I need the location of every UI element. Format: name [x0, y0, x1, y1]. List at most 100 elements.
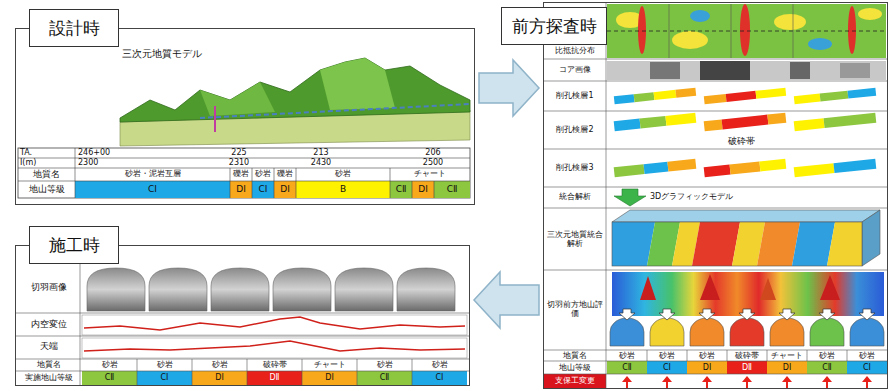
phase-tab: 施工時: [29, 226, 119, 264]
map-ground: [607, 4, 886, 58]
table-text: 砂岩: [687, 351, 727, 361]
grade-cell: [296, 181, 390, 198]
drill-bar: [704, 113, 787, 132]
grade-cell: [412, 371, 467, 386]
red-arrow-shaft: [627, 381, 867, 389]
table-text: DⅠ: [687, 362, 727, 374]
drill-bar: [614, 159, 697, 178]
table-text: DⅠ: [192, 372, 247, 385]
table-text: 削孔検層2: [545, 122, 605, 138]
flow-arrow: [614, 189, 646, 206]
table-text: 天端: [18, 338, 80, 356]
map-streak: [638, 6, 646, 54]
table-text: 3Dグラフィックモデル: [650, 190, 770, 204]
table-text: チャート: [302, 360, 357, 371]
table-text: CⅠ: [252, 181, 274, 198]
bar-seg: [644, 162, 669, 174]
core-patch: [840, 63, 870, 78]
bar-seg: [614, 164, 645, 177]
table-text: DⅠ: [412, 181, 434, 198]
table-text: 切羽画像: [18, 280, 80, 296]
bar-seg: [654, 90, 677, 100]
table-text: 礫岩: [274, 168, 296, 181]
red-arrow-head: [622, 376, 872, 382]
tunnel-line: [200, 104, 470, 118]
bar-seg: [848, 88, 877, 99]
core-patch: [790, 62, 810, 79]
terrain-shade: [320, 58, 395, 110]
table-text: 実施地山等級: [18, 372, 80, 385]
tunnel-section: [690, 318, 724, 346]
drill-bar: [614, 88, 696, 105]
table-text: I(m): [20, 158, 75, 168]
table-text: CⅡ: [434, 181, 470, 198]
grade-cell: [230, 181, 252, 198]
table-text: 破砕帯: [726, 136, 757, 148]
bar-seg: [794, 94, 821, 105]
table-text: B: [296, 181, 390, 198]
map-streak: [740, 4, 750, 56]
table-text: CⅡ: [357, 372, 412, 385]
support-change-cell: [544, 374, 606, 389]
contour-spike: [760, 278, 776, 300]
table-text: 砂岩: [847, 351, 887, 361]
table-text: 砂岩: [607, 351, 647, 361]
table-text: CⅡ: [607, 362, 647, 374]
table-text: 砂岩: [357, 360, 412, 371]
drill-bar: [704, 159, 787, 178]
tunnel-section: [850, 318, 884, 346]
grade-cell: [247, 371, 302, 386]
phase-tab: 設計時: [29, 9, 119, 47]
table-text: 225: [224, 148, 254, 158]
table-text: CⅠ: [75, 181, 230, 198]
table-text: 砂岩: [296, 168, 390, 181]
table-text: 砂岩: [252, 168, 274, 181]
table-text: DⅡ: [247, 372, 302, 385]
map-divider: [669, 4, 793, 58]
table-text: 切羽前方地山評価: [545, 296, 605, 324]
grade-cell: [192, 371, 247, 386]
tunnel-section: [730, 318, 764, 346]
tunnel-section: [810, 318, 844, 346]
bar-seg: [759, 159, 786, 172]
table-text: 砂岩: [647, 351, 687, 361]
table-text: DⅠ: [302, 372, 357, 385]
phase-arrow: [479, 60, 539, 116]
tunnel-axis: [607, 31, 886, 32]
grade-cell: [607, 361, 647, 374]
table-text: 砂岩: [137, 360, 192, 371]
grade-cell: [412, 181, 434, 198]
table-text: CⅠ: [647, 362, 687, 374]
table-text: 三次元地質モデル: [122, 46, 252, 60]
face-photo: [87, 268, 145, 311]
table-text: 2300: [78, 158, 118, 168]
map-blob: [858, 8, 882, 20]
table-grid: [15, 264, 470, 386]
terrain-shade: [200, 82, 275, 116]
grade-cell: [357, 371, 412, 386]
map-streak: [848, 6, 856, 54]
grade-cell: [847, 361, 887, 374]
table-text: DⅡ: [727, 362, 767, 374]
grade-cell: [390, 181, 412, 198]
drill-bar: [794, 88, 876, 105]
grade-cell: [434, 181, 470, 198]
table-text: 削孔検層1: [545, 88, 605, 104]
bar-seg: [820, 91, 849, 102]
block-band: [827, 222, 862, 266]
table-text: DⅠ: [767, 362, 807, 374]
table-text: CⅠ: [847, 362, 887, 374]
down-arrows: [619, 309, 875, 320]
bar-seg: [794, 118, 825, 131]
map-blob: [808, 38, 832, 50]
map-blob: [774, 14, 806, 30]
table-text: 三次元地質統合解析: [545, 226, 605, 254]
table-text: チャート: [390, 168, 470, 181]
core-strip: [607, 61, 886, 80]
terrain-surface: [120, 58, 470, 122]
grade-cell: [137, 371, 192, 386]
grade-cell: [727, 361, 767, 374]
table-text: TA.: [20, 148, 75, 158]
